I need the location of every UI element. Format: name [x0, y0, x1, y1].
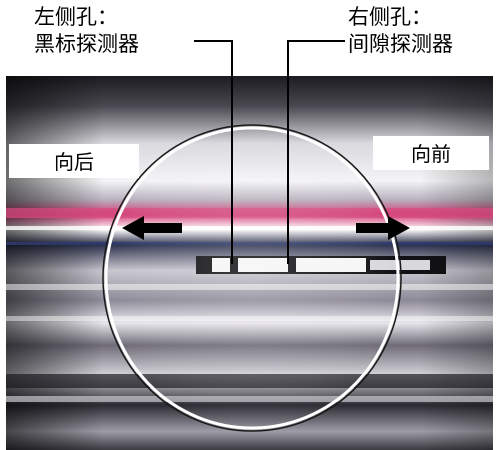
- direction-forward-label: 向前: [373, 136, 489, 170]
- callout-left-hole: 左侧孔： 黑标探测器: [34, 4, 139, 58]
- callout-right-hole: 右侧孔： 间隙探测器: [348, 4, 453, 58]
- sensor-photo-drawing: [6, 76, 493, 450]
- callout-right-title: 右侧孔：: [348, 5, 432, 29]
- callout-left-desc: 黑标探测器: [34, 32, 139, 56]
- direction-back-label: 向后: [9, 144, 139, 178]
- arrow-forward-icon: [356, 216, 410, 240]
- callout-right-desc: 间隙探测器: [348, 32, 453, 56]
- sensor-photo: [6, 76, 493, 450]
- magnifier-lens: [102, 124, 402, 432]
- callout-left-title: 左侧孔：: [34, 5, 118, 29]
- arrow-back-icon: [122, 216, 182, 240]
